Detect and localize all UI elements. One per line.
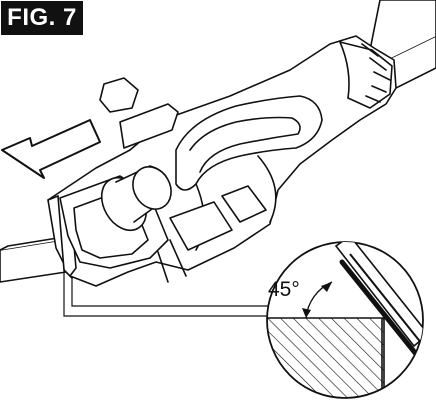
left-arrow-icon bbox=[1, 119, 101, 179]
detail-inset-circle: 45° bbox=[266, 241, 424, 399]
handle-grip bbox=[175, 95, 323, 251]
hatched-block bbox=[267, 317, 385, 398]
adjustment-knob bbox=[100, 165, 172, 232]
callout-leader-lines bbox=[63, 268, 272, 317]
angled-blade bbox=[334, 242, 423, 348]
angle-label: 45° bbox=[268, 278, 300, 301]
figure-label: FIG. 7 bbox=[1, 1, 83, 35]
housing-details bbox=[157, 185, 267, 283]
